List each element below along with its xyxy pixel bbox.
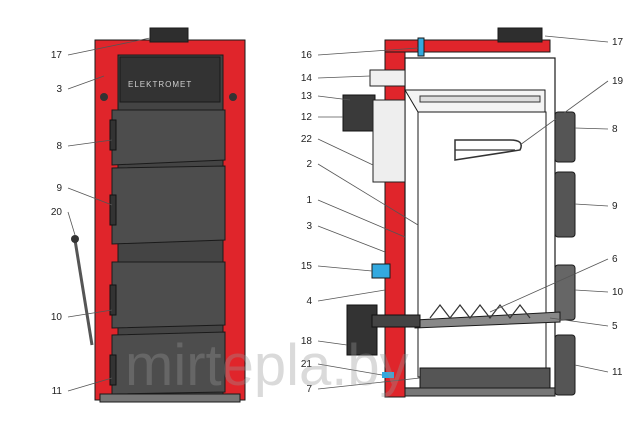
callout-11: 11 [612,367,623,378]
brand-plate-frame [119,56,221,103]
callout-2: 2 [306,159,312,170]
callout-3: 3 [306,221,312,232]
fitting-14 [369,69,406,87]
callout-15: 15 [301,261,313,272]
callout-17: 17 [51,50,63,61]
callout-14: 14 [301,73,313,84]
upper-door [109,109,226,166]
middle-door [109,165,226,245]
watermark: mirtepla.by [125,333,409,398]
callout-10: 10 [612,287,624,298]
brand-plate: ELEKTROMET [128,80,192,89]
ash-pan [419,367,551,389]
callout-22: 22 [301,134,313,145]
callout-8: 8 [56,141,62,152]
side-duct [372,99,406,183]
thermostat-box [342,94,376,132]
boiler-base [99,393,241,403]
callout-18: 18 [301,336,313,347]
callout-5: 5 [612,321,618,332]
callout-21: 21 [301,359,313,370]
callout-16: 16 [301,50,313,61]
section-doors [554,111,576,396]
blue-part-21 [382,372,394,378]
callout-3: 3 [56,84,62,95]
front-view: ELEKTROMET [71,27,246,403]
section-base [404,387,556,397]
ash-door [109,331,226,395]
callout-9: 9 [612,201,618,212]
top-cover [384,39,551,53]
callout-12: 12 [301,112,313,123]
callout-19: 19 [612,76,624,87]
callout-1: 1 [306,195,312,206]
callout-7: 7 [306,384,312,395]
section-left-leaders [317,47,421,390]
callout-labels: 1738920101116141312222131541821717198961… [51,37,624,397]
section-view [342,27,576,398]
lower-door [109,261,226,329]
bolt [229,93,237,101]
callout-8: 8 [612,124,618,135]
flue-outlet [149,27,189,43]
callout-9: 9 [56,183,62,194]
baffle-plate [419,95,541,103]
callout-20: 20 [51,207,63,218]
feed-mechanism [346,304,421,356]
poker-handle-knob [71,235,79,243]
callout-10: 10 [51,312,63,323]
callout-11: 11 [52,386,63,397]
callout-6: 6 [612,254,618,265]
callout-17: 17 [612,37,624,48]
blue-part-15 [371,263,391,279]
air-tubes [454,139,522,161]
bolt [100,93,108,101]
section-right-leaders [489,35,609,373]
poker-lever [73,239,94,346]
flue-outlet-section [497,27,543,43]
callout-4: 4 [306,296,312,307]
combustion-chamber [417,111,547,378]
callout-13: 13 [301,91,313,102]
blue-sensor-16 [417,37,425,57]
front-leaders [67,37,151,392]
